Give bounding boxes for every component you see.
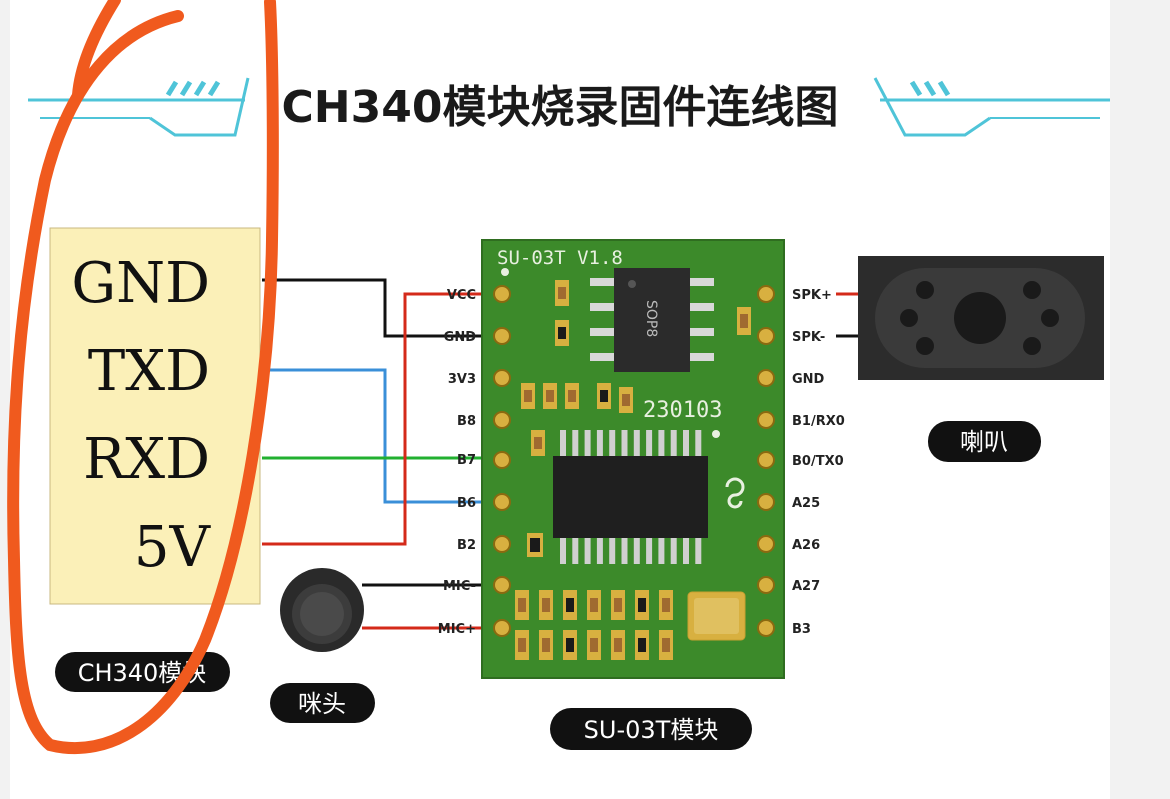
- speaker-label-pill: [928, 421, 1041, 462]
- right-pads: [757, 285, 775, 637]
- main-ic: [553, 430, 708, 564]
- smd-components-lower: [515, 590, 673, 660]
- sop8-chip: SOP8: [590, 268, 714, 372]
- left-pin-label-b8: B8: [457, 414, 476, 429]
- date-code: 230103: [643, 398, 722, 423]
- mic-label-pill: [270, 683, 375, 723]
- right-pin-label-a25: A25: [792, 496, 820, 511]
- wire-gnd: [262, 278, 482, 338]
- su03t-board: SU-03T V1.8 SOP8: [481, 239, 785, 679]
- right-pin-label-a26: A26: [792, 538, 820, 553]
- ch340-pin-5v: 5V: [134, 515, 212, 580]
- board-silkscreen: SU-03T V1.8: [497, 247, 623, 269]
- right-pin-label-b1-rx0: B1/RX0: [792, 414, 845, 429]
- ch340-module: [49, 227, 261, 605]
- board-logo: [725, 477, 745, 509]
- ch340-pin-gnd: GND: [71, 251, 210, 316]
- left-pin-label-vcc: VCC: [447, 288, 476, 303]
- board-label-pill: [550, 708, 752, 750]
- left-pin-label-b7: B7: [457, 453, 476, 468]
- diagram-title: CH340模块烧录固件连线图: [282, 82, 839, 133]
- sop8-label: SOP8: [643, 300, 659, 337]
- right-pin-label-b0-tx0: B0/TX0: [792, 454, 844, 469]
- speaker-component: [858, 256, 1104, 380]
- right-pin-label-spk-plus: SPK+: [792, 288, 832, 303]
- wire-txd-b6: [262, 368, 482, 504]
- left-pads: [493, 285, 511, 637]
- left-pin-label-b6: B6: [457, 496, 476, 511]
- right-pin-label-gnd: GND: [792, 372, 825, 387]
- left-pin-label-mic-minus: MIC-: [443, 579, 476, 594]
- mic-label: 咪头: [298, 690, 346, 718]
- title-right-ornament: [873, 77, 1110, 137]
- ic-dot: [712, 430, 720, 438]
- smd-components-upper: [521, 280, 751, 456]
- ch340-pin-rxd: RXD: [83, 427, 210, 492]
- right-pin-label-a27: A27: [792, 579, 820, 594]
- ch340-wires: [262, 278, 482, 546]
- mic-component: [280, 568, 364, 652]
- board-label: SU-03T模块: [584, 716, 719, 744]
- pin1-marker: [501, 268, 509, 276]
- crystal-top: [694, 598, 739, 634]
- orange-annotation-loop: [7, 0, 279, 755]
- title-left-ornament: [28, 77, 250, 137]
- wire-5v-vcc: [262, 292, 482, 546]
- ch340-pin-txd: TXD: [88, 339, 210, 404]
- left-pin-label-mic-plus: MIC+: [438, 622, 476, 637]
- right-pin-label-b3: B3: [792, 622, 811, 637]
- left-pin-label-gnd: GND: [444, 330, 477, 345]
- speaker-label: 喇叭: [960, 428, 1008, 456]
- right-pin-label-spk-minus: SPK-: [792, 330, 825, 345]
- smd-b2-body: [530, 538, 540, 552]
- left-pin-label-3v3: 3V3: [448, 372, 476, 387]
- left-pin-label-b2: B2: [457, 538, 476, 553]
- orange-annotation-stroke: [72, 0, 121, 101]
